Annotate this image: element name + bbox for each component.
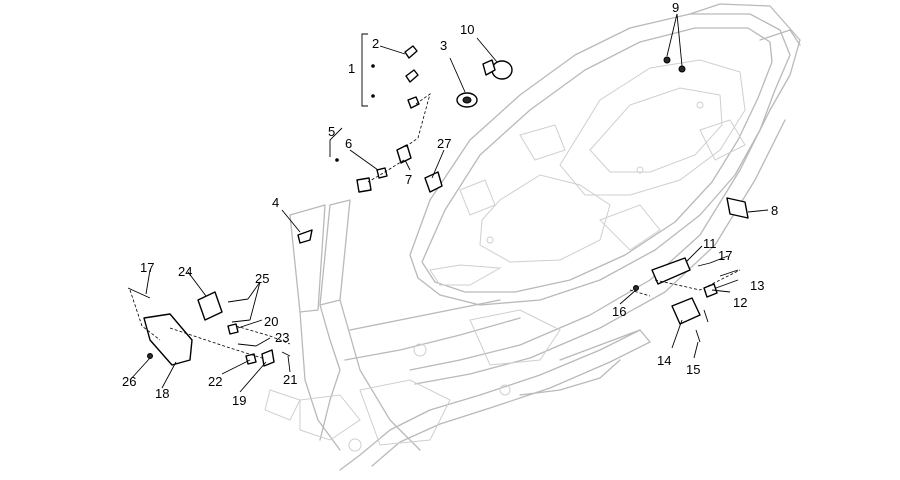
callout-22: 22 bbox=[208, 374, 222, 389]
callout-17-left: 17 bbox=[140, 260, 154, 275]
part-24-housing-icon bbox=[197, 291, 223, 321]
callout-numbers: 2 1 3 10 9 5 6 27 7 4 8 11 17 13 12 16 1… bbox=[122, 0, 778, 408]
part-5-cap-icon bbox=[356, 177, 372, 193]
callout-27: 27 bbox=[437, 136, 451, 151]
callout-16: 16 bbox=[612, 304, 626, 319]
callout-8: 8 bbox=[771, 203, 778, 218]
callout-19: 19 bbox=[232, 393, 246, 408]
part-clip-icon bbox=[405, 69, 419, 83]
part-11-bracket-icon bbox=[651, 257, 691, 285]
part-6-spring-icon bbox=[376, 167, 388, 179]
part-22-clip-icon bbox=[245, 353, 257, 365]
part-19-clamp-icon bbox=[261, 349, 275, 367]
callout-25: 25 bbox=[255, 271, 269, 286]
callout-2: 2 bbox=[372, 36, 379, 51]
callout-23: 23 bbox=[275, 330, 289, 345]
callout-17-right: 17 bbox=[718, 248, 732, 263]
part-9-screw-icon bbox=[663, 56, 671, 64]
part-21-screw-icon bbox=[281, 351, 291, 357]
part-20-spacer-icon bbox=[227, 323, 239, 335]
callout-7: 7 bbox=[405, 172, 412, 187]
part-7-cylinder-icon bbox=[396, 144, 412, 164]
part-26-washer-icon bbox=[147, 353, 153, 359]
callout-18: 18 bbox=[155, 386, 169, 401]
part-4-clip-icon bbox=[297, 229, 313, 244]
scooter-frame bbox=[264, 3, 801, 471]
callout-13: 13 bbox=[750, 278, 764, 293]
part-2-clip-icon bbox=[404, 45, 418, 59]
part-9-screw-icon bbox=[678, 65, 686, 73]
callout-15: 15 bbox=[686, 362, 700, 377]
callout-6: 6 bbox=[345, 136, 352, 151]
part-18-bracket-icon bbox=[143, 313, 193, 366]
part-16-washer-icon bbox=[633, 285, 639, 291]
part-25-pin-icon bbox=[227, 298, 249, 303]
part-17-bolt-icon bbox=[127, 287, 151, 299]
part-23-pin-icon bbox=[237, 343, 257, 347]
callout-11: 11 bbox=[703, 236, 717, 251]
callout-9: 9 bbox=[672, 0, 679, 15]
callout-5: 5 bbox=[328, 124, 335, 139]
callout-1: 1 bbox=[348, 61, 355, 76]
callout-4: 4 bbox=[272, 195, 279, 210]
parts bbox=[127, 45, 749, 367]
callout-21: 21 bbox=[283, 372, 297, 387]
part-clip-icon bbox=[407, 96, 420, 109]
callout-24: 24 bbox=[178, 264, 192, 279]
callout-3: 3 bbox=[440, 38, 447, 53]
part-8-bracket-icon bbox=[726, 197, 749, 219]
part-12-nut-icon bbox=[703, 283, 718, 298]
callout-14: 14 bbox=[657, 353, 671, 368]
part-14-actuator-icon bbox=[671, 297, 701, 325]
part-17-bolt-icon bbox=[697, 262, 711, 267]
part-25-pin-icon bbox=[231, 319, 251, 323]
callout-10: 10 bbox=[460, 22, 474, 37]
callout-26: 26 bbox=[122, 374, 136, 389]
callout-20: 20 bbox=[264, 314, 278, 329]
callout-12: 12 bbox=[733, 295, 747, 310]
leader-lines bbox=[129, 13, 769, 393]
